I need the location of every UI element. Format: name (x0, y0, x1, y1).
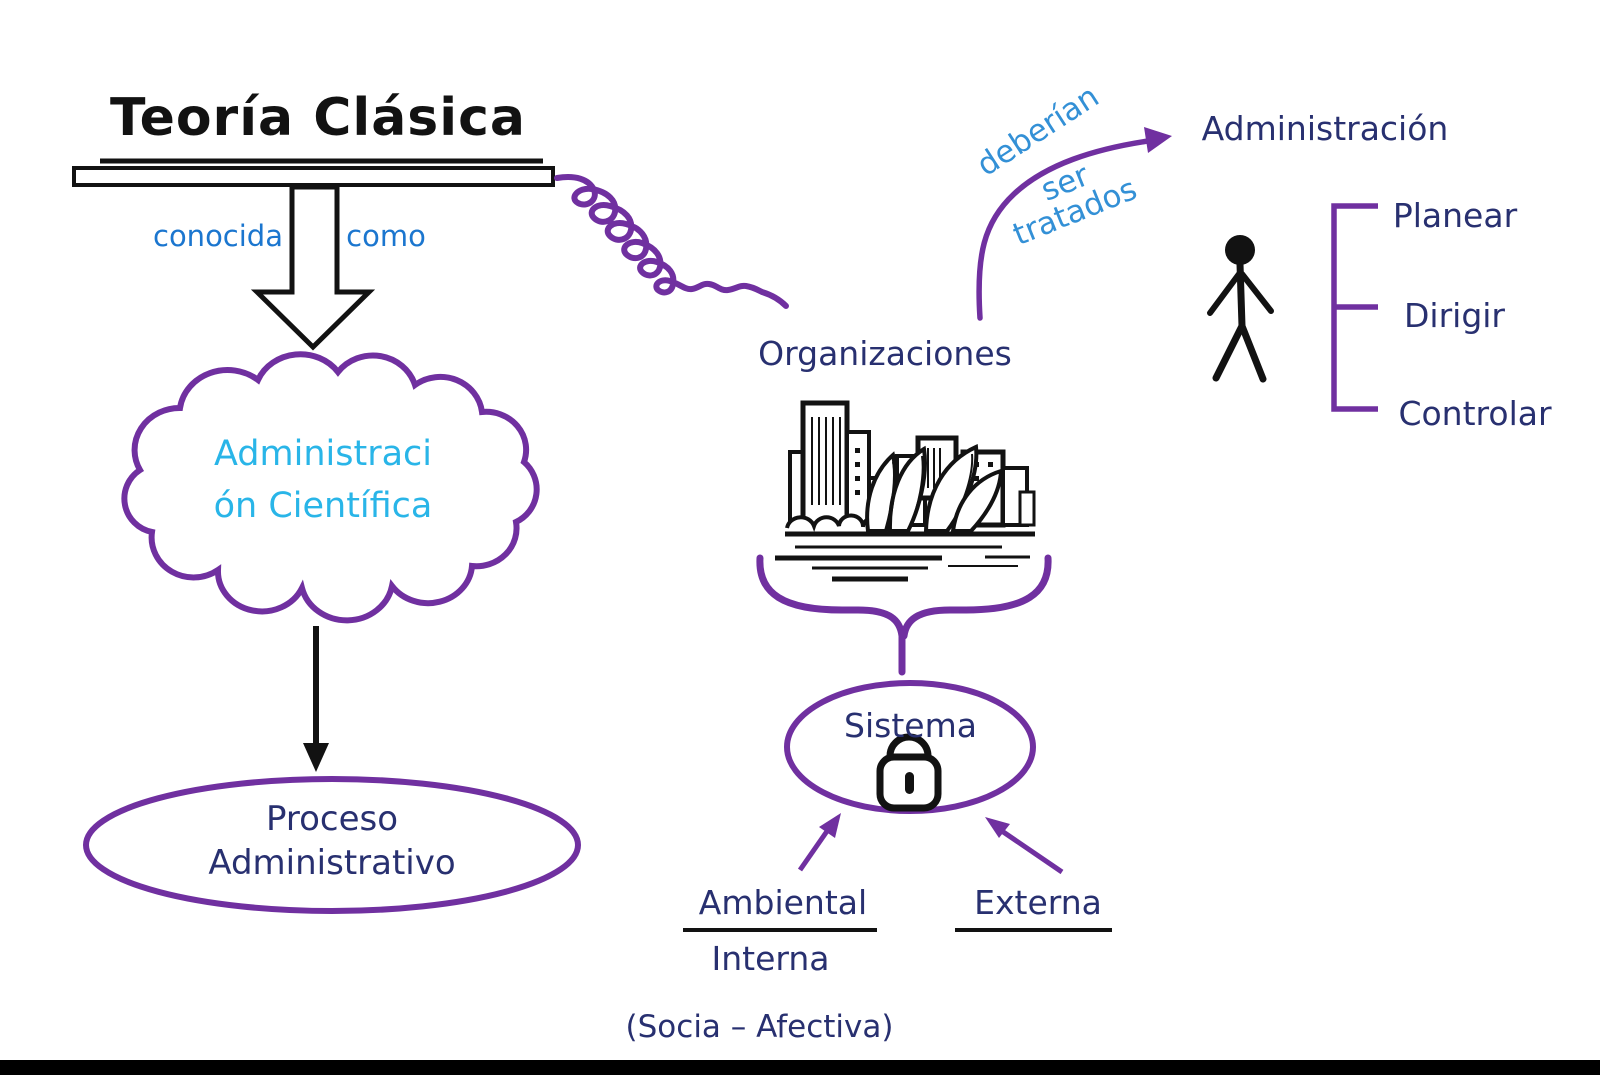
organizations-label: Organizaciones (758, 334, 1012, 373)
squiggle-connector-icon (554, 174, 789, 309)
solid-down-arrow-head (303, 743, 329, 772)
connector-label-como: como (346, 219, 426, 253)
cloud-label: Administraci ón Científica (168, 428, 478, 532)
cloud-shape-icon (121, 351, 540, 624)
process-label: Proceso Administrativo (132, 797, 532, 885)
curved-arrow-head (1144, 127, 1172, 153)
city-skyline-icon (775, 400, 1036, 582)
diagram-title: Teoría Clásica (110, 88, 526, 148)
administration-label: Administración (1201, 109, 1449, 148)
connector-label-conocida: conocida (153, 219, 283, 253)
process-ellipse (83, 776, 581, 914)
process-label-line1: Proceso (265, 799, 399, 839)
functions-bracket-icon (1331, 203, 1378, 412)
interna-label: Interna (711, 939, 830, 978)
curly-brace-icon (756, 554, 1052, 676)
title-bar-shape (72, 166, 555, 187)
function-label-planear: Planear (1392, 196, 1518, 235)
bottom-black-bar (0, 1060, 1600, 1075)
lock-icon (876, 733, 942, 812)
cloud-label-line2: ón Científica (213, 486, 433, 526)
function-label-controlar: Controlar (1398, 394, 1552, 433)
ambiental-arrow-icon (797, 813, 841, 872)
curved-arrow-icon (976, 138, 1151, 321)
system-label: Sistema (844, 706, 977, 745)
externa-label: Externa (974, 883, 1102, 922)
function-label-dirigir: Dirigir (1404, 296, 1505, 335)
footer-label: (Socia – Afectiva) (625, 1009, 894, 1045)
person-icon (1207, 235, 1274, 383)
hollow-down-arrow-icon (250, 184, 376, 351)
cloud-label-line1: Administraci (213, 434, 433, 474)
ambiental-label: Ambiental (698, 883, 868, 922)
externa-arrow-icon (985, 817, 1064, 875)
process-label-line2: Administrativo (208, 843, 456, 883)
